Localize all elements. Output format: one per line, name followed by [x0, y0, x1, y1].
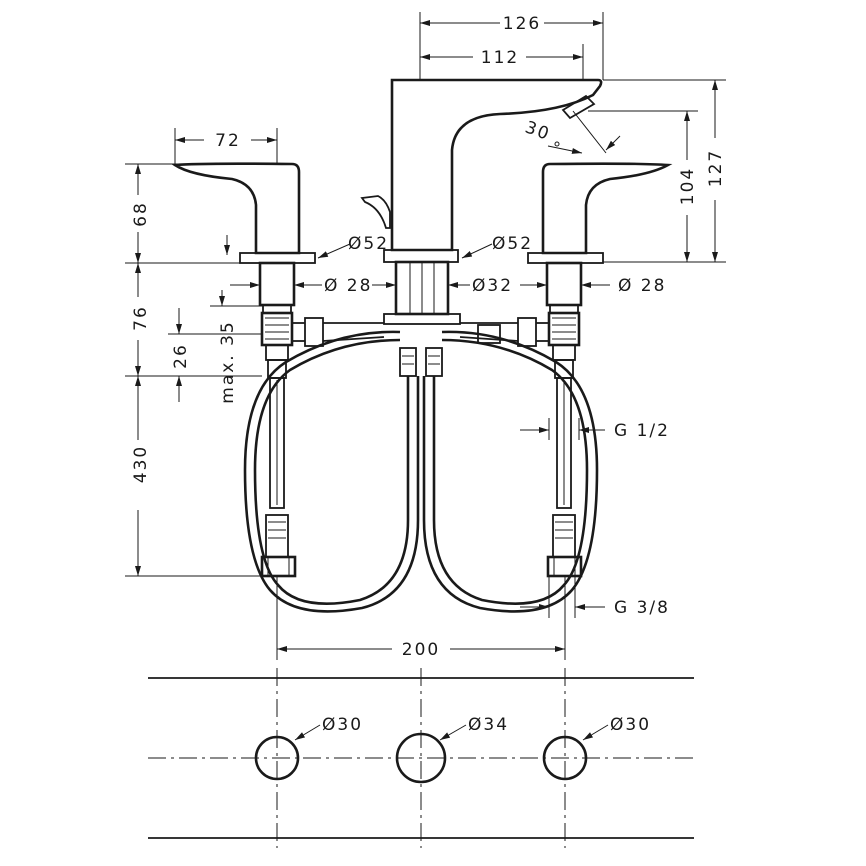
label-76: 76 — [131, 305, 151, 331]
label-104: 104 — [678, 167, 698, 205]
label-430: 430 — [131, 445, 151, 483]
callout-g12: G 1/2 — [520, 418, 670, 441]
dim-26: 26 — [168, 308, 262, 402]
hole-left — [254, 735, 300, 781]
label-126: 126 — [503, 14, 541, 34]
label-dia28-right: Ø 28 — [618, 276, 666, 296]
label-26: 26 — [171, 343, 191, 369]
callout-dia28-left: Ø 28 — [230, 276, 372, 296]
hole-center — [395, 732, 447, 784]
countertop-plan: Ø30 Ø34 Ø30 — [148, 668, 694, 848]
label-dia52-left: Ø52 — [348, 234, 389, 254]
callout-g38: G 3/8 — [520, 576, 670, 618]
dim-spout-width: 126 — [419, 12, 604, 80]
hole-right — [542, 735, 588, 781]
label-112: 112 — [481, 48, 519, 68]
label-72: 72 — [215, 131, 241, 151]
dim-spout-outlet-height: 104 — [588, 110, 698, 262]
label-hole-left: Ø30 — [322, 715, 363, 735]
label-200: 200 — [402, 640, 440, 660]
connector-pipes — [292, 317, 549, 347]
label-dia32: Ø32 — [472, 276, 513, 296]
label-g38: G 3/8 — [614, 598, 670, 618]
left-handle-valve — [171, 162, 316, 578]
label-30-angle: 30 — [522, 118, 553, 146]
right-handle-valve — [527, 162, 673, 578]
label-hole-center: Ø34 — [468, 715, 509, 735]
label-dia52-center: Ø52 — [492, 234, 533, 254]
label-max-35: max. 35 — [218, 320, 238, 403]
label-hole-right: Ø30 — [610, 715, 651, 735]
dim-max-35: max. 35 — [210, 290, 262, 404]
callout-dia32: Ø32 — [372, 276, 513, 296]
label-g12: G 1/2 — [614, 421, 670, 441]
center-spout — [360, 78, 603, 377]
dim-spout-total-height: 127 — [603, 79, 726, 263]
dim-handle-reach: 72 — [174, 128, 278, 165]
callout-dia52-center: Ø52 — [461, 234, 533, 259]
dim-spout-reach: 112 — [420, 44, 584, 80]
flexible-hoses — [243, 330, 599, 613]
callout-dia28-right: Ø 28 — [520, 276, 666, 296]
callout-dia52-left: Ø52 — [317, 234, 389, 259]
label-68: 68 — [131, 201, 151, 227]
label-127: 127 — [706, 149, 726, 187]
label-dia28-left: Ø 28 — [324, 276, 372, 296]
dim-spacing-200: 200 — [276, 576, 566, 660]
